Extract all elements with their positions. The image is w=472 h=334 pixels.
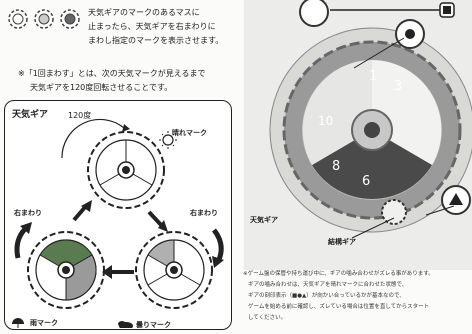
arrow-top-to-right	[147, 210, 164, 228]
gear-cloud-icon	[34, 9, 54, 29]
gear-sun-icon	[8, 9, 28, 29]
left-gear	[27, 231, 105, 309]
svg-text:8: 8	[332, 159, 340, 174]
note-line-2: 天気ギアを120度回転させることです。	[30, 83, 173, 92]
rain-mark-label: 雨マーク	[30, 319, 58, 327]
footer-line-2: ギアの噛み合わせは、天気ギアを晴れマークに合わせた状態で、	[248, 282, 408, 288]
gear-diagram	[12, 118, 224, 328]
footer-line-5: してください。	[248, 315, 287, 321]
instruction-line-2: 止まったら、天気ギアを右まわりに	[88, 22, 216, 31]
right-gear	[135, 231, 213, 309]
instruction-line-1: 天気ギアのマークのあるマスに	[88, 8, 200, 17]
weather-gear-icons	[8, 9, 80, 29]
board-number-3: 3	[394, 79, 402, 94]
footer-line-3: ギアの刻印表示（■●▲）が向かい合っているかが基本なので、	[248, 293, 405, 299]
note-line-1: ※「1回まわす」とは、次の天気マークが見えるまで	[18, 69, 206, 78]
footer-line-4: ゲームを始める前に確認し、ズレている場合は位置を直してからスタート	[248, 304, 430, 310]
gear-rain-icon	[60, 9, 80, 29]
rotate-right-label: 右まわり	[190, 209, 218, 217]
board-number-8: 8	[332, 159, 340, 174]
diagram-title: 天気ギア	[12, 110, 49, 120]
rotate-left-label: 右まわり	[14, 209, 42, 217]
svg-text:6: 6	[362, 174, 370, 189]
svg-text:3: 3	[394, 79, 402, 94]
arrow-left-to-top	[72, 204, 88, 222]
board-number-6: 6	[362, 174, 370, 189]
svg-text:10: 10	[318, 114, 333, 128]
cloud-icon	[118, 321, 133, 328]
angle-label: 120度	[68, 111, 92, 120]
board-number-10: 10	[318, 114, 333, 128]
umbrella-icon	[12, 318, 24, 328]
svg-text:1: 1	[369, 69, 377, 84]
board-number-1: 1	[369, 69, 377, 84]
instruction-line-3: まわし指定のマークを表示させます。	[88, 36, 224, 45]
weather-gear-board-label: 天気ギア	[250, 216, 278, 224]
sun-icon	[159, 131, 177, 149]
sunny-mark-label: 晴れマーク	[172, 129, 207, 137]
footer-line-1: ※ゲーム盤の保管や持ち運び中に、ギアの噛み合わせがズレる事があります。	[243, 271, 434, 277]
game-board: 1 3 6 8 10	[244, 0, 472, 270]
cloudy-mark-label: 曇りマーク	[136, 321, 171, 329]
linked-gear-board-label: 結構ギア	[328, 238, 356, 246]
top-gear	[87, 131, 165, 209]
